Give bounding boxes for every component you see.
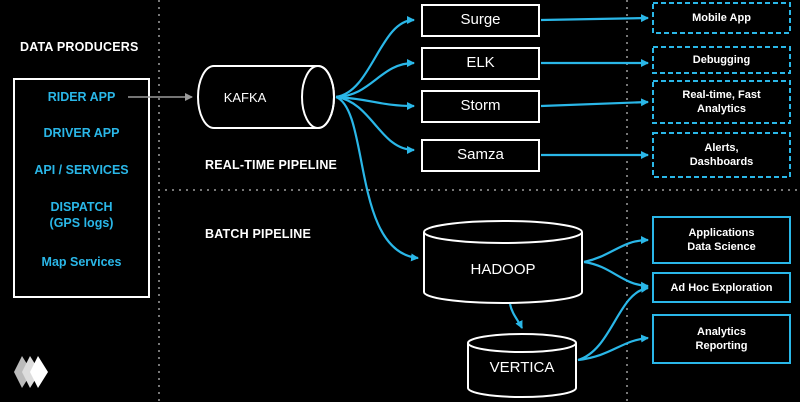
apps-data-science-box bbox=[652, 216, 791, 264]
hadoop-to-vertica-arrow bbox=[508, 303, 523, 329]
analytics-reporting-label: Analytics Reporting bbox=[695, 326, 748, 352]
producer-map-services: Map Services bbox=[41, 255, 122, 269]
vertica-label: VERTICA bbox=[489, 359, 555, 376]
vertica-cylinder bbox=[467, 333, 577, 398]
mobile-app-box bbox=[652, 2, 791, 34]
realtime-analytics-label: Real-time, Fast Analytics bbox=[682, 89, 761, 115]
kafka-to-samza-arrow bbox=[335, 95, 415, 154]
storm-box bbox=[421, 90, 540, 123]
debugging-box bbox=[652, 46, 791, 74]
data-producers-heading: DATA PRODUCERS bbox=[20, 40, 139, 54]
hadoop-cylinder bbox=[423, 220, 583, 304]
logo-icon bbox=[14, 356, 48, 388]
storm-to-realtime-arrow bbox=[540, 98, 649, 108]
alerts-box bbox=[652, 132, 791, 178]
kafka-to-storm-arrow bbox=[335, 95, 415, 110]
vertica-to-adhoc-arrow bbox=[577, 284, 649, 362]
producer-rider-app: RIDER APP bbox=[47, 90, 116, 104]
adhoc-label: Ad Hoc Exploration bbox=[670, 282, 773, 294]
producers-box bbox=[13, 78, 150, 298]
producer-driver-app: DRIVER APP bbox=[43, 126, 120, 140]
vertica-to-reporting-arrow bbox=[577, 334, 649, 362]
kafka-to-hadoop-arrow bbox=[335, 95, 419, 262]
kafka-cylinder bbox=[197, 65, 335, 129]
surge-label: Surge bbox=[460, 11, 501, 28]
hadoop-to-apps-arrow bbox=[583, 236, 649, 264]
kafka-to-surge-arrow bbox=[335, 16, 415, 99]
surge-box bbox=[421, 4, 540, 37]
batch-pipeline-heading: BATCH PIPELINE bbox=[205, 227, 312, 241]
realtime-pipeline-heading: REAL-TIME PIPELINE bbox=[205, 158, 338, 172]
apps-data-science-label: Applications Data Science bbox=[687, 227, 756, 253]
debugging-label: Debugging bbox=[692, 54, 751, 66]
producer-api-services: API / SERVICES bbox=[34, 163, 129, 177]
samza-label: Samza bbox=[457, 146, 504, 163]
elk-label: ELK bbox=[466, 54, 495, 71]
surge-to-mobile-arrow bbox=[540, 14, 649, 23]
kafka-label: KAFKA bbox=[223, 90, 267, 105]
analytics-reporting-box bbox=[652, 314, 791, 364]
elk-box bbox=[421, 47, 540, 80]
mobile-app-label: Mobile App bbox=[692, 12, 751, 24]
adhoc-box bbox=[652, 272, 791, 303]
kafka-to-elk-arrow bbox=[335, 59, 415, 99]
alerts-label: Alerts, Dashboards bbox=[689, 142, 754, 168]
hadoop-to-adhoc-arrow bbox=[583, 260, 649, 290]
producer-dispatch: DISPATCH (GPS logs) bbox=[49, 200, 114, 230]
realtime-analytics-box bbox=[652, 80, 791, 124]
samza-box bbox=[421, 139, 540, 172]
storm-label: Storm bbox=[460, 97, 501, 114]
hadoop-label: HADOOP bbox=[470, 261, 536, 278]
